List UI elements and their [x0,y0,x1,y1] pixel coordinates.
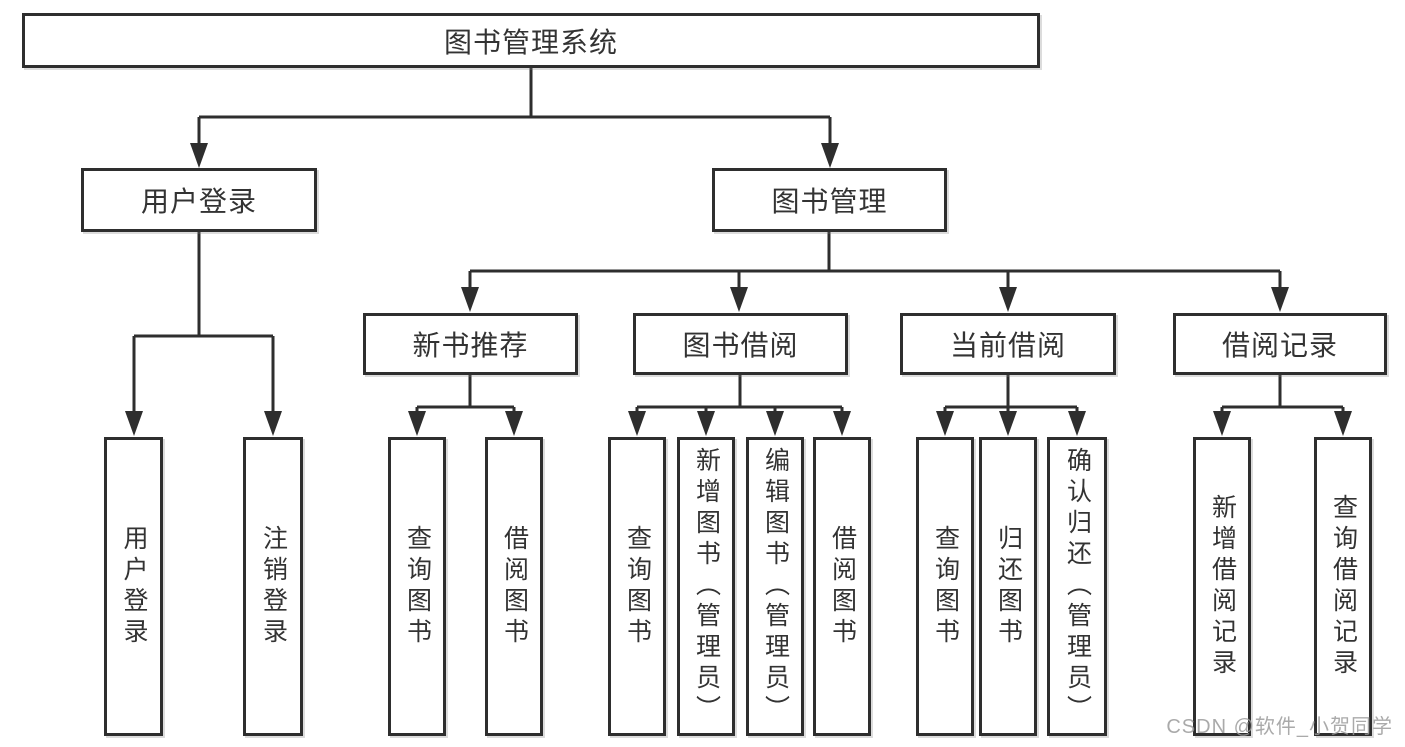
leaf-user-login: 用户登录 [104,437,163,736]
node-new-book-recommend: 新书推荐 [363,313,578,375]
node-borrow-records: 借阅记录 [1173,313,1387,375]
leaf-newbooks-borrow-books: 借阅图书 [485,437,543,736]
node-root-library-system: 图书管理系统 [22,13,1040,68]
leaf-borrow-add-books-admin-label: 新增图书（管理员） [692,447,721,726]
leaf-current-return-books-label: 归还图书 [994,524,1023,649]
leaf-borrow-borrow-books-label: 借阅图书 [828,524,857,649]
leaf-borrow-edit-books-admin-label: 编辑图书（管理员） [761,447,790,726]
edge-current-to-leaves [936,373,1086,436]
node-root-label: 图书管理系统 [443,26,618,58]
node-user-login-label: 用户登录 [140,186,257,217]
edge-borrow-to-leaves [628,373,851,436]
edge-root-to-level2 [190,66,839,168]
leaf-borrow-query-books-label: 查询图书 [623,524,652,649]
edge-login-to-leaves [125,230,282,436]
leaf-records-add-record: 新增借阅记录 [1193,437,1251,736]
leaf-current-query-books: 查询图书 [916,437,974,736]
leaf-logout-label: 注销登录 [259,524,288,649]
edge-newbooks-to-leaves [408,373,523,436]
leaf-newbooks-borrow-books-label: 借阅图书 [500,524,529,649]
leaf-borrow-query-books: 查询图书 [608,437,666,736]
node-book-borrow: 图书借阅 [633,313,848,375]
node-current-borrow: 当前借阅 [900,313,1116,375]
node-current-borrow-label: 当前借阅 [949,330,1066,361]
leaf-newbooks-query-books: 查询图书 [388,437,446,736]
node-book-borrow-label: 图书借阅 [682,330,799,361]
leaf-current-confirm-return-admin: 确认归还（管理员） [1047,437,1107,736]
node-book-management: 图书管理 [712,168,947,232]
leaf-user-login-label: 用户登录 [120,524,148,649]
leaf-newbooks-query-books-label: 查询图书 [403,524,432,649]
leaf-borrow-edit-books-admin: 编辑图书（管理员） [746,437,804,736]
leaf-borrow-borrow-books: 借阅图书 [813,437,871,736]
edge-records-to-leaves [1213,373,1352,436]
leaf-records-query-record-label: 查询借阅记录 [1329,493,1358,680]
csdn-watermark: CSDN @软件_小贺同学 [1166,716,1393,738]
edge-manage-to-level3 [461,230,1289,312]
node-borrow-records-label: 借阅记录 [1221,330,1338,361]
node-new-book-recommend-label: 新书推荐 [412,330,529,361]
leaf-records-query-record: 查询借阅记录 [1314,437,1372,736]
leaf-logout: 注销登录 [243,437,303,736]
leaf-current-query-books-label: 查询图书 [931,524,960,649]
node-user-login: 用户登录 [81,168,317,232]
leaf-current-return-books: 归还图书 [979,437,1037,736]
node-book-management-label: 图书管理 [771,186,888,217]
leaf-current-confirm-return-admin-label: 确认归还（管理员） [1063,447,1092,726]
leaf-borrow-add-books-admin: 新增图书（管理员） [677,437,735,736]
leaf-records-add-record-label: 新增借阅记录 [1208,493,1237,680]
